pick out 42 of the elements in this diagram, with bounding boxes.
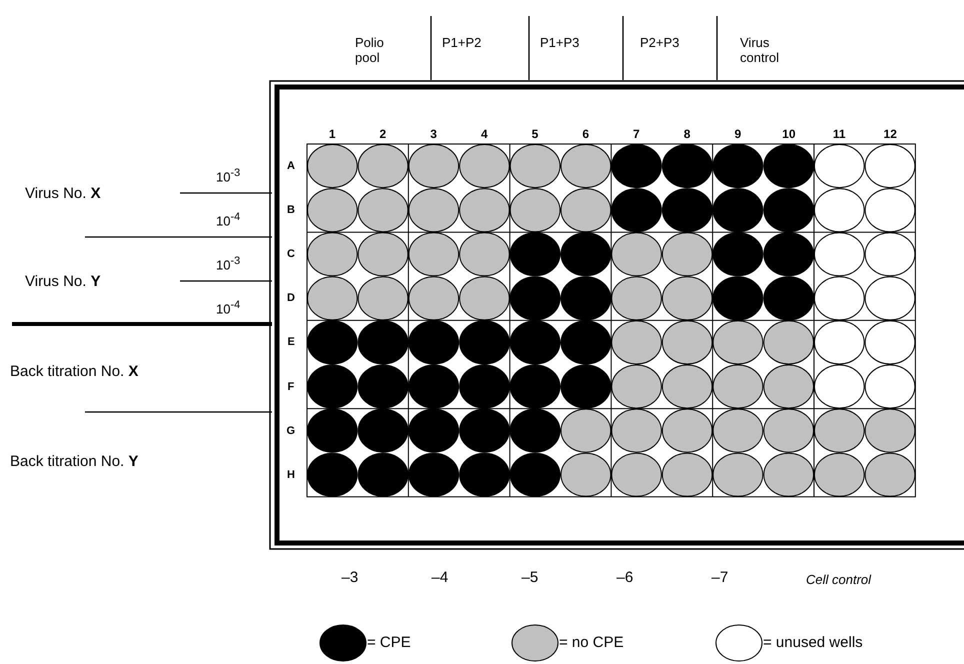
dilution-exponent: –4 bbox=[432, 570, 448, 585]
column-header: P1+P3 bbox=[540, 35, 580, 50]
column-header: Polio pool bbox=[355, 35, 385, 65]
column-number: 4 bbox=[480, 127, 488, 142]
cell-control-label: Cell control bbox=[806, 572, 872, 587]
column-header: P1+P2 bbox=[442, 35, 482, 50]
row-letter: E bbox=[288, 335, 295, 350]
sample-label: Back titration No. X bbox=[10, 364, 138, 379]
legend-label: = no CPE bbox=[559, 635, 624, 650]
row-letter: H bbox=[287, 468, 295, 483]
column-number: 9 bbox=[734, 127, 742, 142]
dilution-label: 10$^{-4}$ bbox=[216, 210, 240, 228]
dilution-exponent: –6 bbox=[616, 570, 634, 585]
column-number: 6 bbox=[582, 127, 590, 142]
column-header: Virus control bbox=[740, 35, 780, 65]
column-number: 1 bbox=[328, 127, 336, 142]
column-number: 11 bbox=[832, 127, 846, 142]
row-letter: B bbox=[287, 203, 295, 218]
column-number: 5 bbox=[532, 127, 538, 142]
row-letter: D bbox=[287, 291, 295, 306]
column-number: 12 bbox=[884, 127, 897, 142]
column-number: 10 bbox=[782, 127, 796, 142]
sample-label: Back titration No. Y bbox=[10, 454, 138, 469]
column-number: 3 bbox=[430, 127, 437, 142]
column-number: 2 bbox=[380, 127, 386, 142]
dilution-label: 10$^{-3}$ bbox=[216, 166, 240, 184]
sample-label: Virus No. Y bbox=[25, 274, 101, 289]
legend-label: = CPE bbox=[367, 635, 411, 650]
column-number: 8 bbox=[684, 127, 690, 142]
dilution-exponent: –5 bbox=[522, 570, 538, 585]
dilution-exponent: –3 bbox=[342, 570, 358, 585]
sample-label: Virus No. X bbox=[25, 186, 101, 201]
row-letter: G bbox=[286, 424, 296, 439]
row-letter: A bbox=[287, 159, 295, 174]
dilution-exponent: –7 bbox=[712, 570, 728, 585]
dilution-label: 10$^{-4}$ bbox=[216, 298, 240, 316]
dilution-label: 10$^{-3}$ bbox=[216, 254, 240, 272]
column-header: P2+P3 bbox=[640, 35, 680, 50]
legend-label: = unused wells bbox=[763, 635, 863, 650]
row-letter: C bbox=[287, 247, 295, 262]
row-letter: F bbox=[288, 380, 294, 395]
column-number: 7 bbox=[633, 127, 640, 142]
